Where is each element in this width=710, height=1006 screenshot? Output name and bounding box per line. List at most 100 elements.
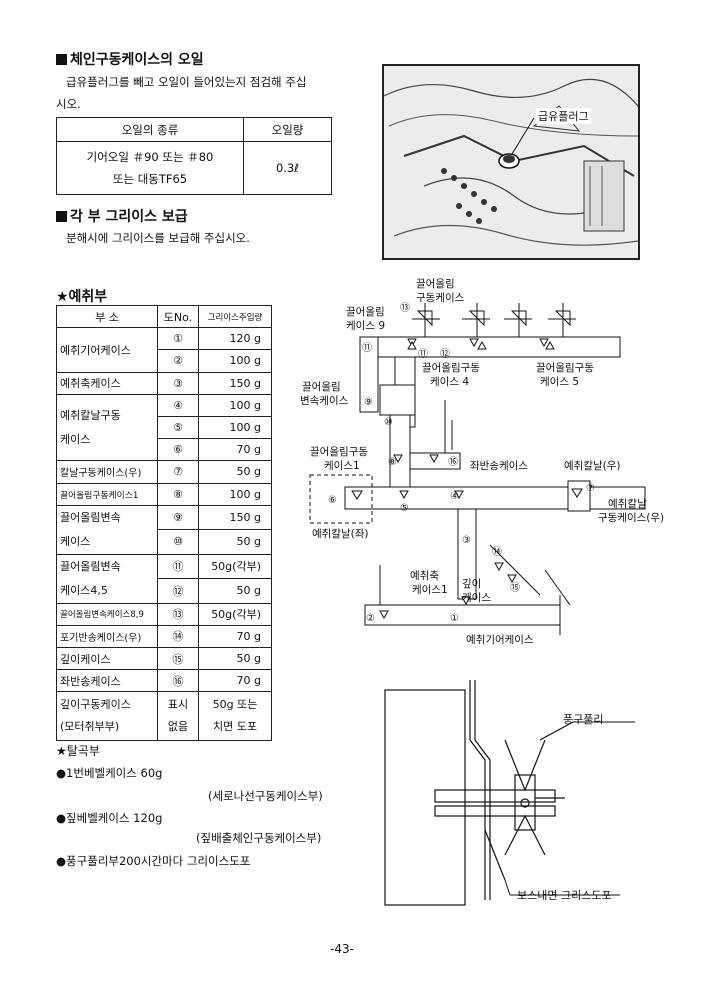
part-name: 포기반송케이스(우) (56, 624, 158, 649)
blade-drive-beam (344, 486, 646, 510)
chain-case-illustration (384, 66, 638, 258)
chain-case-photo: 급유플러그 (382, 64, 640, 260)
part-name: 예취축케이스 (56, 371, 158, 395)
label-lift-drive-45: 끌어올림 (416, 278, 455, 290)
thresh-item-2-sub: (짚배출체인구동케이스부) (196, 831, 322, 845)
pulley-label-1: 풍구풀리 (563, 713, 604, 726)
label-depth-case: 깊이 (462, 578, 481, 590)
table-row: 끌어올림변속 케이스4,5 ⑪ 50g(각부) (56, 553, 272, 604)
oil-table-amount: 0.3ℓ (243, 141, 332, 195)
oil-table: 오일의 종류 오일량 기어오일 ＃90 또는 ＃80 또는 대동TF65 0.3… (56, 117, 332, 195)
num-12: ⑫ (440, 348, 450, 360)
part-name: 깊이케이스 (56, 647, 158, 671)
num-15: ⑮ (510, 582, 520, 594)
grease-heading: 각 부 그리이스 보급 (56, 206, 188, 226)
num-8: ⑧ (388, 457, 397, 468)
table-row: ⑤ 100 g (57, 415, 272, 440)
gear-case-bar (364, 604, 561, 626)
part-name: 좌반송케이스 (56, 669, 158, 693)
svg-text:케이스1: 케이스1 (412, 584, 448, 596)
num-2: ② (366, 613, 375, 624)
label-lift-drive-5: 끌어올림구동 (536, 362, 594, 374)
thresh-heading: ★탈곡부 (56, 744, 100, 758)
table-row: 깊이구동케이스 (모터취부부) 표시 없음 50g 또는 치면 도포 (56, 691, 272, 742)
photo-label: 급유플러그 (536, 108, 591, 124)
table-row: 칼날구동케이스(우) ⑦ 50 g (56, 460, 272, 484)
table-row: 좌반송케이스 ⑯ 70 g (56, 669, 272, 693)
num-7: ⑦ (586, 483, 595, 494)
grease-table: 부 소 도No. 그리이스주입량 예취기어케이스 ① 120 g ② 100 g… (56, 304, 272, 742)
part-name: 끌어올림구동케이스1 (56, 482, 158, 506)
lift-shift-case (379, 384, 416, 416)
label-shaft-case-1: 예취축 (410, 569, 439, 582)
num-10: ⑩ (384, 417, 393, 428)
thresh-item-1: ●1번베벨케이스 60g (56, 766, 163, 780)
part-name: 칼날구동케이스(우) (56, 460, 158, 484)
svg-text:변속케이스: 변속케이스 (300, 395, 349, 407)
grease-table-header-no: 도No. (157, 304, 199, 329)
svg-text:케이스: 케이스 (462, 592, 491, 604)
harvest-schematic: ⑬ ⑪ ⑪ ⑫ ⑨ ⑩ ⑧ ⑯ ⑥ ⑤ ④ ⑦ ③ ⑭ ⑮ ② ① 끌어올림 구… (300, 278, 664, 646)
bullet-icon: ● (56, 766, 67, 780)
label-blade-left: 예취칼날(좌) (312, 527, 369, 540)
part-name: 끌어올림변속 케이스 (56, 504, 158, 555)
num-16: ⑯ (448, 456, 458, 468)
table-row: 예취축케이스 ③ 150 g (56, 371, 272, 395)
pulley-drawing (384, 680, 635, 906)
table-row: ② 100 g (57, 349, 272, 373)
num-4: ④ (450, 491, 459, 502)
square-bullet-icon (56, 211, 67, 222)
num-13: ⑬ (400, 302, 410, 314)
num-6: ⑥ (328, 495, 337, 506)
table-row: 예취기어케이스 ① 120 g (56, 327, 272, 373)
bullet-icon: ● (56, 811, 67, 825)
oil-heading: 체인구동케이스의 오일 (56, 49, 204, 69)
num-11b: ⑪ (418, 348, 428, 360)
table-row: 깊이케이스 ⑮ 50 g (56, 647, 272, 671)
table-row: 예취칼날구동 케이스 ④ 100 g (56, 393, 272, 462)
label-lift-case-9: 끌어올림 (346, 306, 385, 318)
svg-text:케이스 9: 케이스 9 (346, 320, 385, 332)
label-blade-right: 예취칼날(우) (564, 459, 621, 472)
svg-text:케이스 4: 케이스 4 (430, 376, 469, 388)
num-5: ⑤ (400, 503, 409, 514)
square-bullet-icon (56, 54, 67, 65)
page-number: -43- (330, 942, 354, 956)
table-row: ⑫ 50 g (57, 578, 272, 604)
lift-shift-column (359, 336, 379, 413)
thresh-item-1-sub: (세로나선구동케이스부) (208, 789, 323, 803)
oil-text-2: 시오. (56, 97, 81, 111)
blade-left-box (309, 474, 373, 524)
lift-drive-bar (359, 336, 621, 358)
svg-text:케이스 5: 케이스 5 (540, 376, 579, 388)
bullet-icon: ● (56, 854, 67, 868)
pulley-label-2: 보스내면 그리스도포 (517, 889, 612, 902)
part-name: 예취칼날구동 케이스 (56, 393, 158, 462)
part-name: 깊이구동케이스 (모터취부부) (56, 691, 158, 742)
label-blade-drive-right: 예취칼날 (608, 497, 647, 510)
grease-table-header-amount: 그리이스주입량 (198, 304, 272, 329)
table-row: 끌어올림변속케이스8,9 ⑬ 50g(각부) (56, 602, 272, 626)
oil-text-1: 급유플러그를 빼고 오일이 들어있는지 점검해 주십 (66, 75, 307, 89)
oil-table-type: 기어오일 ＃90 또는 ＃80 또는 대동TF65 (56, 141, 244, 195)
label-lift-drive-1: 끌어올림구동 (310, 446, 368, 458)
oil-table-header-type: 오일의 종류 (56, 117, 244, 142)
svg-text:구동케이스: 구동케이스 (416, 292, 465, 304)
thresh-item-3: ●풍구풀리부200시간마다 그리이스도포 (56, 854, 251, 868)
part-name: 끌어올림변속 케이스4,5 (56, 553, 158, 604)
num-11: ⑪ (362, 342, 372, 354)
table-row: 끌어올림변속 케이스 ⑨ 150 g (56, 504, 272, 555)
num-3: ③ (462, 535, 471, 546)
thresh-item-2: ●짚베벨케이스 120g (56, 811, 163, 825)
label-lift-drive-4: 끌어올림구동 (422, 362, 480, 374)
harvest-heading: ★예취부 (56, 289, 108, 305)
part-name: 예취기어케이스 (56, 327, 158, 373)
num-9: ⑨ (364, 397, 373, 408)
svg-text:구동케이스(우): 구동케이스(우) (598, 512, 664, 524)
num-14: ⑭ (492, 546, 502, 558)
label-left-convey: 좌반송케이스 (470, 460, 528, 472)
table-row: ⑩ 50 g (57, 529, 272, 555)
label-lift-shift: 끌어올림 (302, 381, 341, 393)
table-row: 끌어올림구동케이스1 ⑧ 100 g (56, 482, 272, 506)
part-name: 끌어올림변속케이스8,9 (56, 602, 158, 626)
